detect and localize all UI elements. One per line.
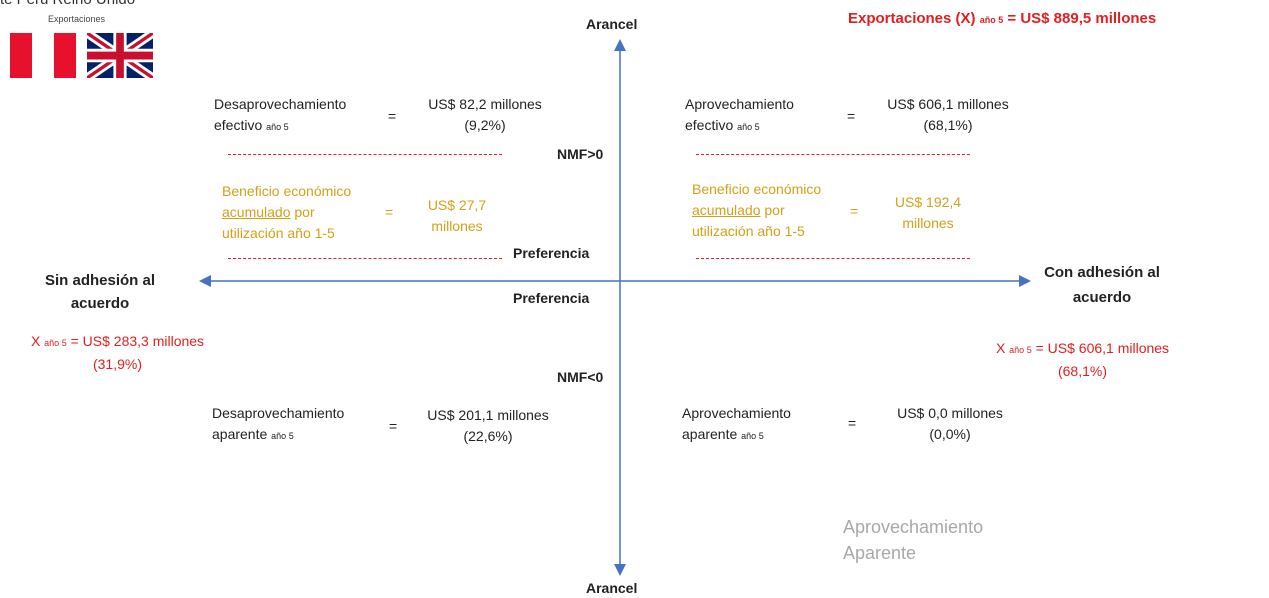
peru-flag-icon	[10, 33, 76, 78]
bl-line3: utilización año 1-5	[222, 225, 335, 241]
bl-value1: US$ 27,7	[427, 197, 487, 213]
qtl-value: US$ 82,2 millones	[428, 96, 542, 112]
quadrant-bottom-left-label: Desaprovechamiento aparente año 5	[212, 403, 344, 447]
br-line1: Beneficio económico	[692, 181, 822, 197]
lt-sub: año 5	[44, 338, 67, 348]
br-line3: utilización año 1-5	[692, 223, 805, 239]
bl-acum: acumulado	[222, 204, 291, 220]
separator-top-right	[696, 154, 970, 155]
qbl-line1: Desaprovechamiento	[212, 405, 345, 421]
br-equals: =	[850, 203, 859, 219]
right-side-total: X año 5 = US$ 606,1 millones (68,1%)	[970, 338, 1195, 382]
flags-caption: Exportaciones	[48, 14, 106, 24]
benefit-left-value: US$ 27,7 millones	[412, 195, 502, 237]
axis-right-line2: acuerdo	[1072, 289, 1132, 306]
qtl-sub: año 5	[266, 122, 289, 132]
qbl-sub: año 5	[271, 431, 294, 441]
nmf-negative-label: NMF<0	[557, 369, 604, 385]
bl-equals: =	[385, 204, 394, 220]
qtl-line2: efectivo	[214, 117, 263, 133]
quadrant-top-left-label: Desaprovechamiento efectivo año 5	[214, 94, 346, 138]
rt-x: X	[995, 340, 1006, 356]
quadrant-bottom-right-label: Aprovechamiento aparente año 5	[682, 403, 791, 447]
qtr-line1: Aprovechamiento	[685, 96, 794, 112]
quadrant-bottom-left-value: US$ 201,1 millones (22,6%)	[408, 405, 568, 447]
br-acum: acumulado	[692, 202, 761, 218]
qbl-equals: =	[389, 418, 398, 434]
exports-total-sub: año 5	[979, 15, 1004, 25]
qtl-equals: =	[388, 108, 397, 124]
watermark-label: Aprovechamiento Aparente	[843, 514, 983, 566]
exports-total-value: = US$ 889,5 millones	[1007, 10, 1157, 27]
bl-value2: millones	[431, 218, 483, 234]
rt-value: = US$ 606,1 millones	[1035, 340, 1170, 356]
left-side-total: X año 5 = US$ 283,3 millones (31,9%)	[5, 331, 230, 375]
axis-bottom-label: Arancel	[586, 580, 638, 596]
axis-left-label: Sin adhesión al acuerdo	[25, 269, 175, 315]
benefit-right-value: US$ 192,4 millones	[878, 192, 978, 234]
watermark-line1: Aprovechamiento	[843, 517, 984, 537]
quadrant-top-right-label: Aprovechamiento efectivo año 5	[685, 94, 794, 138]
qbl-value: US$ 201,1 millones	[427, 407, 549, 423]
qtr-pct: (68,1%)	[923, 117, 973, 133]
separator-top-left	[228, 154, 502, 155]
bl-line1: Beneficio económico	[222, 183, 352, 199]
exports-total: Exportaciones (X) año 5 = US$ 889,5 mill…	[848, 10, 1156, 27]
uk-flag-icon	[87, 33, 153, 78]
lt-x: X	[30, 333, 41, 349]
watermark-line2: Aparente	[843, 543, 917, 563]
quadrant-top-right-value: US$ 606,1 millones (68,1%)	[868, 94, 1028, 136]
br-value2: millones	[902, 215, 954, 231]
preference-lower-label: Preferencia	[513, 290, 590, 306]
axis-top-label: Arancel	[586, 16, 638, 32]
separator-mid-left	[228, 258, 502, 259]
preference-upper-label: Preferencia	[513, 245, 590, 261]
quadrant-bottom-right-value: US$ 0,0 millones (0,0%)	[880, 403, 1020, 445]
exports-total-label: Exportaciones (X)	[848, 10, 976, 27]
benefit-right-label: Beneficio económico acumulado por utiliz…	[692, 179, 821, 242]
br-value1: US$ 192,4	[894, 194, 962, 210]
bl-por: por	[290, 204, 315, 220]
qtr-equals: =	[847, 108, 856, 124]
qbr-sub: año 5	[741, 431, 764, 441]
qtr-value: US$ 606,1 millones	[887, 96, 1009, 112]
qbr-equals: =	[848, 415, 857, 431]
axis-right-label: Con adhesión al acuerdo	[1027, 260, 1177, 310]
benefit-left-label: Beneficio económico acumulado por utiliz…	[222, 181, 351, 244]
qbl-pct: (22,6%)	[463, 428, 513, 444]
qbr-line1: Aprovechamiento	[682, 405, 791, 421]
axis-right-line1: Con adhesión al	[1044, 264, 1160, 281]
lt-value: = US$ 283,3 millones	[70, 333, 205, 349]
qbl-line2: aparente	[212, 426, 268, 442]
br-por: por	[760, 202, 785, 218]
quadrant-top-left-value: US$ 82,2 millones (9,2%)	[410, 94, 560, 136]
nmf-positive-label: NMF>0	[557, 146, 604, 162]
axis-left-line2: acuerdo	[70, 295, 130, 312]
qbr-value: US$ 0,0 millones	[897, 405, 1003, 421]
qtl-line1: Desaprovechamiento	[214, 96, 347, 112]
qtr-sub: año 5	[737, 122, 760, 132]
qtr-line2: efectivo	[685, 117, 734, 133]
rt-sub: año 5	[1009, 345, 1032, 355]
qbr-pct: (0,0%)	[929, 426, 971, 442]
axis-left-line1: Sin adhesión al	[44, 272, 156, 289]
rt-pct: (68,1%)	[1057, 363, 1108, 379]
lt-pct: (31,9%)	[92, 356, 143, 372]
header-title: te Perú Reino Unido	[0, 0, 135, 8]
qtl-pct: (9,2%)	[464, 117, 506, 133]
separator-mid-right	[696, 258, 970, 259]
qbr-line2: aparente	[682, 426, 738, 442]
